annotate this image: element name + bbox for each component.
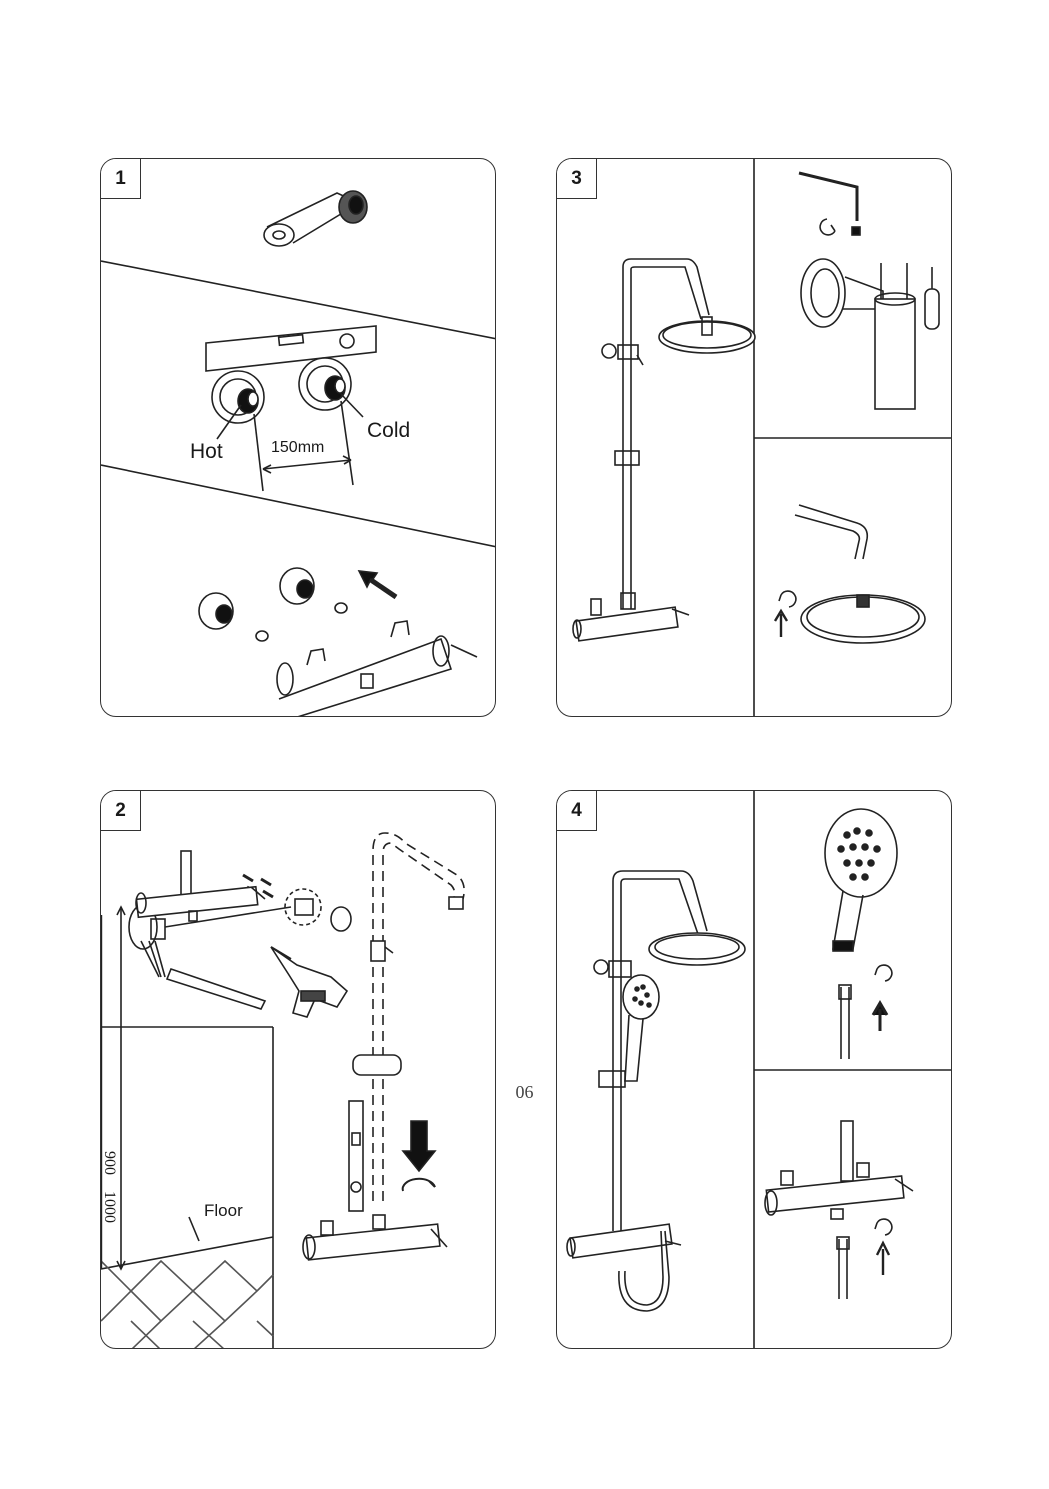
- mounted-outlet-left-icon: [198, 592, 234, 630]
- rotate-arrow-icon: [401, 1177, 436, 1192]
- drill-icon: [270, 946, 349, 1018]
- rotate-arrow-icon: [874, 1218, 893, 1236]
- hot-outlet-icon: [211, 370, 265, 424]
- cover-plate-icon: [330, 906, 352, 932]
- cold-outlet-icon: [298, 357, 352, 411]
- bracket-part-icon: [284, 888, 322, 926]
- step-2-number: 2: [101, 791, 141, 831]
- step-4-illustration: [566, 791, 951, 1348]
- step-3-number: 3: [557, 159, 597, 199]
- shower-arm-icon: [794, 504, 869, 560]
- cold-label: Cold: [367, 419, 411, 442]
- spirit-level-icon: [348, 1100, 364, 1212]
- hose-icon: [840, 987, 850, 1059]
- step-3-panel: 3: [556, 158, 952, 717]
- spacing-label: 150mm: [271, 439, 325, 456]
- step-1-divider-bottom: [101, 464, 495, 548]
- shower-column-icon: [572, 258, 756, 642]
- washer-icon: [255, 630, 269, 642]
- wall-bracket-detail-icon: [800, 258, 940, 410]
- step-2-panel: 2: [100, 790, 496, 1349]
- step-1-number: 1: [101, 159, 141, 199]
- thermostatic-mixer-icon: [764, 1120, 914, 1220]
- hand-shower-head-icon: [824, 808, 898, 952]
- height-1000-label: 1000: [101, 1191, 118, 1223]
- rotate-arrow-icon: [874, 964, 893, 982]
- thermostatic-mixer-icon: [276, 620, 478, 716]
- hot-label: Hot: [190, 440, 223, 463]
- thermostatic-mixer-icon: [302, 1214, 448, 1261]
- step-4-number: 4: [557, 791, 597, 831]
- up-arrow-icon: [871, 1000, 889, 1031]
- step-1-panel: 1: [100, 158, 496, 717]
- step-1-divider-top: [101, 260, 495, 340]
- shower-column-dashed-icon: [372, 832, 465, 1201]
- step-4-panel: 4: [556, 790, 952, 1349]
- shower-column-icon: [566, 870, 746, 1312]
- up-arrow-icon: [773, 608, 789, 637]
- pencil-icon: [165, 967, 267, 1010]
- rotate-arrow-icon: [819, 218, 836, 236]
- step-3-illustration: [572, 159, 951, 716]
- eccentric-connector-icon: [263, 190, 368, 247]
- hose-icon: [838, 1239, 848, 1299]
- height-inset: [101, 850, 274, 1348]
- allen-key-icon: [798, 171, 859, 221]
- hand-shower-icon: [622, 974, 660, 1082]
- mounted-outlet-right-icon: [279, 567, 315, 605]
- grub-screw-icon: [851, 226, 861, 236]
- step-2-illustration: [101, 832, 465, 1348]
- spirit-level-icon: [205, 325, 377, 372]
- floor-label: Floor: [204, 1201, 243, 1220]
- floor-tiles: [101, 1259, 274, 1348]
- up-arrow-icon: [875, 1240, 891, 1275]
- down-arrow-icon: [401, 1120, 437, 1173]
- page-number: 06: [515, 1082, 534, 1102]
- washer-icon: [334, 602, 348, 614]
- rotate-arrow-icon: [778, 590, 797, 608]
- step-1-illustration: [101, 190, 495, 716]
- height-900-label: 900: [101, 1151, 118, 1175]
